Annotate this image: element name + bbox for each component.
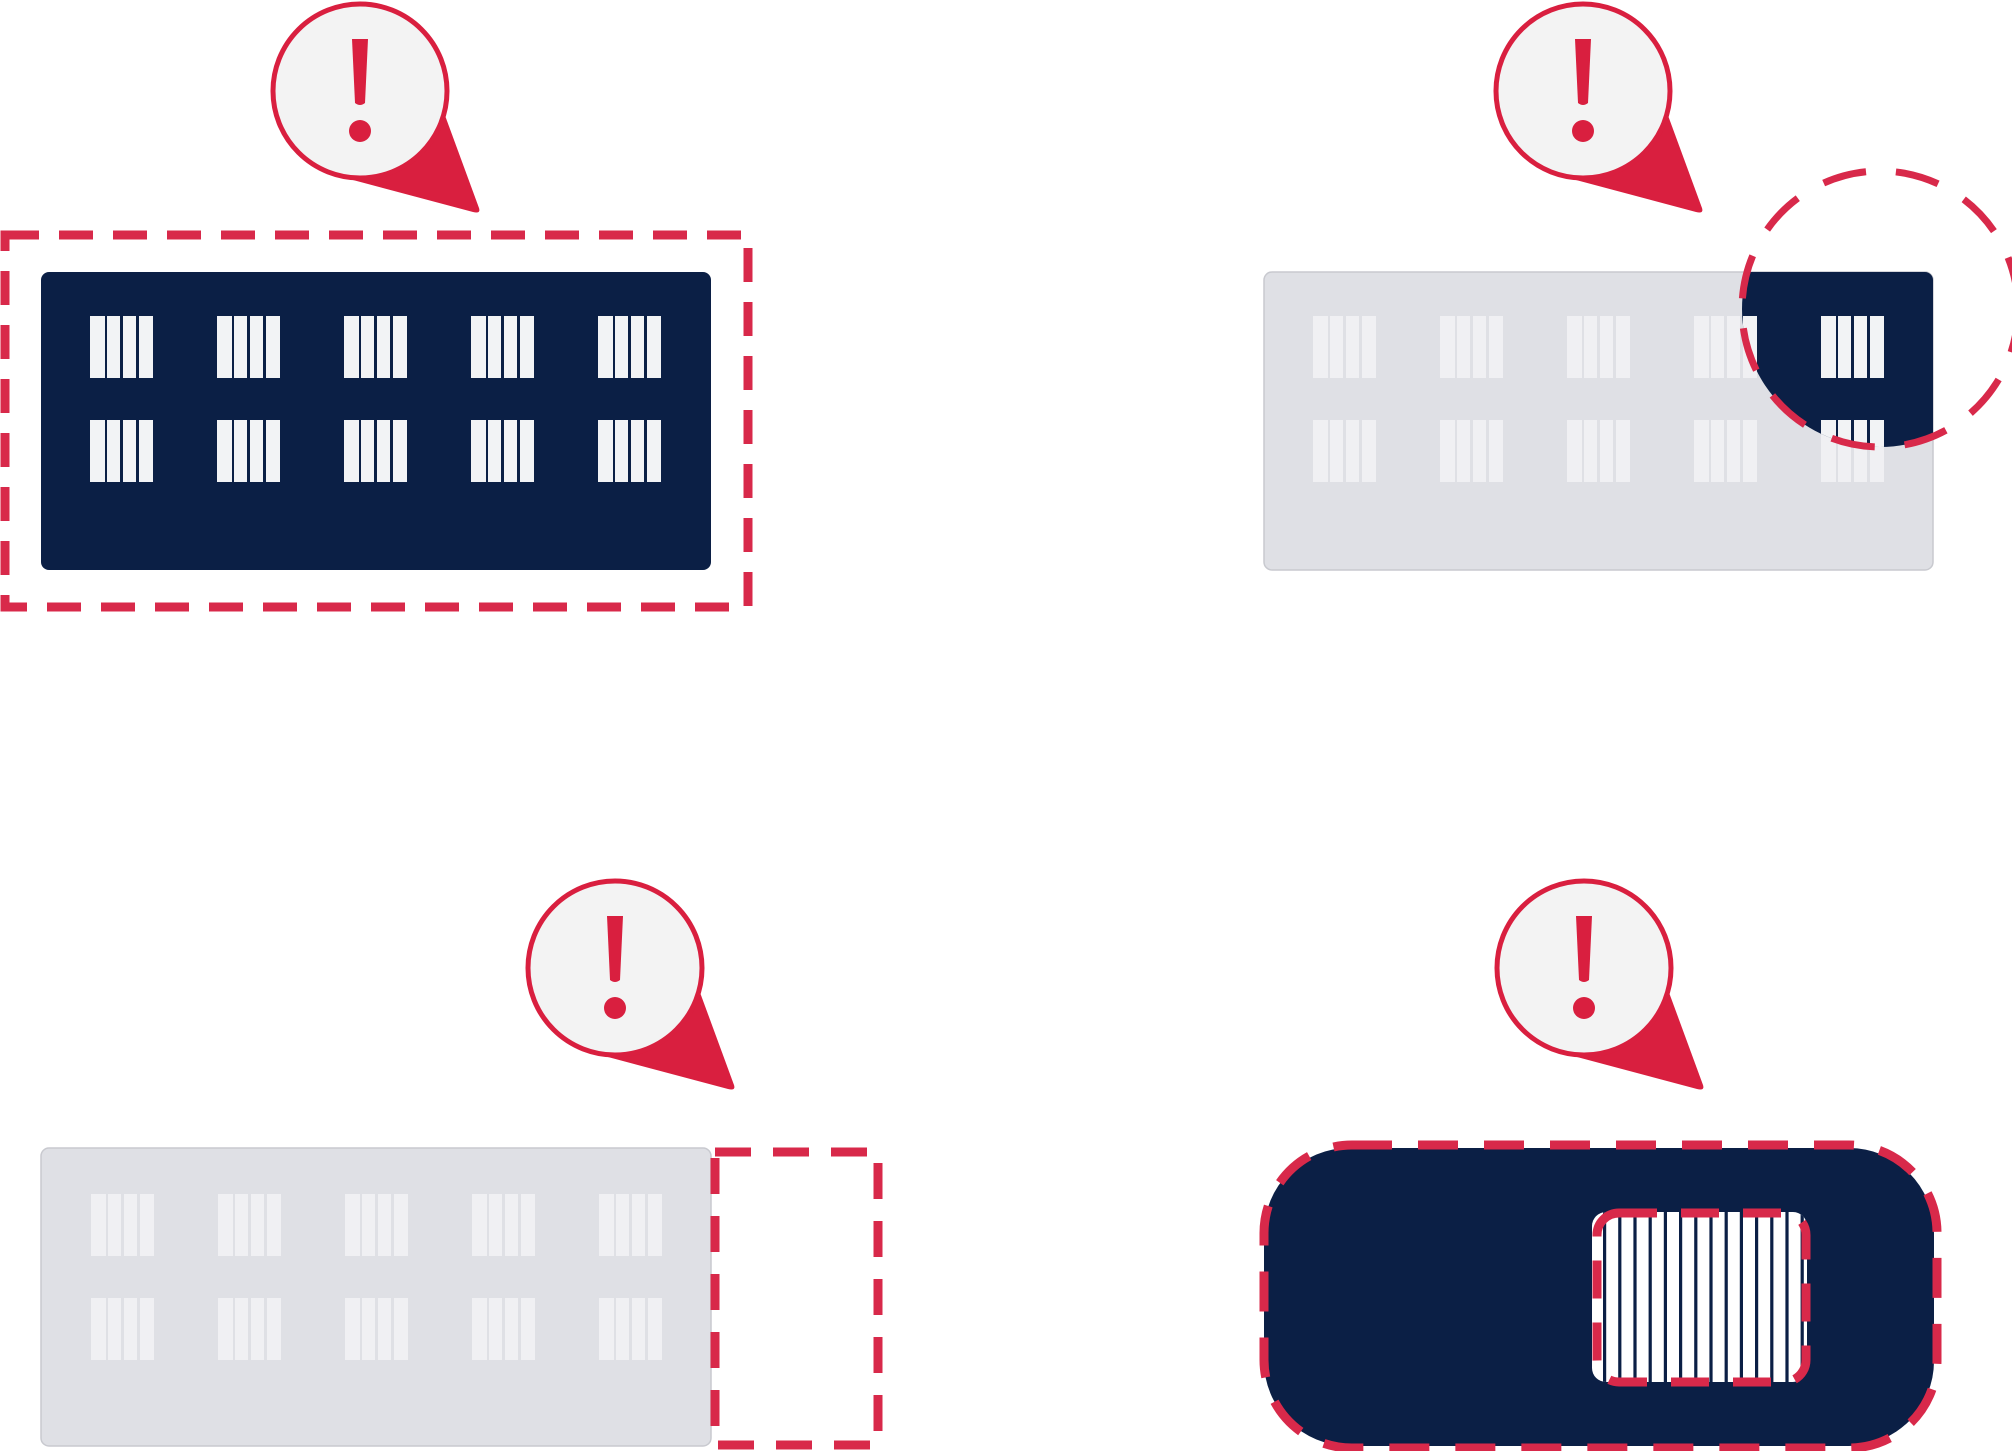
exclamation-stroke	[1576, 916, 1592, 982]
selection-outline-dashed	[710, 1147, 883, 1450]
example-corner-region-selected	[1263, 1, 2012, 571]
exclamation-stroke	[352, 39, 368, 105]
barcode-icon	[598, 316, 661, 378]
barcode-outline-dashed	[1592, 1208, 1811, 1387]
barcode-icon	[1313, 316, 1376, 378]
barcode-icon	[345, 1194, 408, 1256]
barcode-icon	[1567, 316, 1630, 378]
exclamation-stroke	[1575, 39, 1591, 105]
barcode-icon	[217, 420, 280, 482]
barcode-icon	[1821, 316, 1884, 378]
barcode-icon	[90, 420, 153, 482]
panel-outline-dashed	[1259, 1140, 1942, 1451]
exclamation-dot	[1572, 120, 1594, 142]
barcode-icon	[91, 1298, 154, 1360]
barcode-icon	[344, 420, 407, 482]
exclamation-dot	[349, 120, 371, 142]
exclamation-pin-icon	[1493, 1, 1703, 213]
example-full-panel-selected	[0, 1, 753, 612]
exclamation-pin-icon	[1494, 878, 1704, 1090]
barcode-background	[1592, 1212, 1807, 1382]
target-panel	[41, 272, 711, 570]
barcode-icon	[1440, 420, 1503, 482]
barcode-icon	[218, 1298, 281, 1360]
example-single-barcode-selected	[1259, 878, 1942, 1451]
selection-outline-dashed	[0, 230, 753, 612]
barcode-icon	[1313, 420, 1376, 482]
exclamation-pin-icon	[270, 1, 480, 213]
barcode-grid	[90, 316, 661, 482]
barcode-icon	[90, 316, 153, 378]
exclamation-dot	[604, 997, 626, 1019]
barcode-icon	[1603, 1212, 1804, 1382]
example-outside-region-selected	[40, 878, 883, 1450]
barcode-grid	[91, 1194, 662, 1360]
barcode-icon	[599, 1194, 662, 1256]
target-panel-disabled	[40, 1147, 712, 1447]
barcode-icon	[472, 1298, 535, 1360]
barcode-icon	[91, 1194, 154, 1256]
barcode-icon	[471, 316, 534, 378]
exclamation-pin-icon	[525, 878, 735, 1090]
barcode-icon	[598, 420, 661, 482]
barcode-icon	[217, 316, 280, 378]
barcode-icon	[471, 420, 534, 482]
barcode-icon	[1567, 420, 1630, 482]
exclamation-stroke	[607, 916, 623, 982]
barcode-icon	[218, 1194, 281, 1256]
barcode-icon	[1694, 420, 1757, 482]
barcode-icon	[599, 1298, 662, 1360]
barcode-icon	[1440, 316, 1503, 378]
barcode-icon	[472, 1194, 535, 1256]
barcode-icon	[345, 1298, 408, 1360]
barcode-icon	[344, 316, 407, 378]
exclamation-dot	[1573, 997, 1595, 1019]
